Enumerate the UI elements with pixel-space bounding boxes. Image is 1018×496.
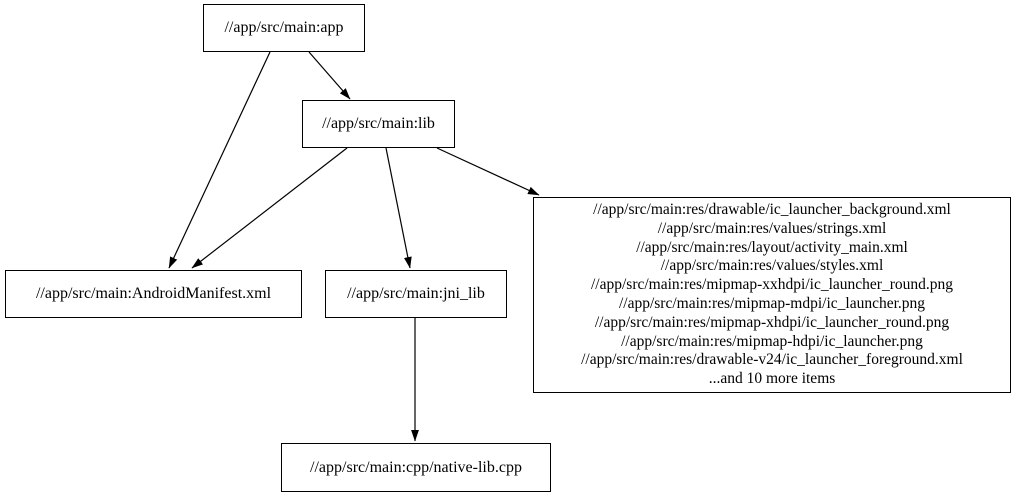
node-native-lib-cpp[interactable]: //app/src/main:cpp/native-lib.cpp xyxy=(281,443,551,492)
resource-more-items: ...and 10 more items xyxy=(708,370,836,388)
resource-item: //app/src/main:res/mipmap-hdpi/ic_launch… xyxy=(621,332,923,350)
edge-app-to-lib xyxy=(308,51,351,100)
resource-item: //app/src/main:res/values/strings.xml xyxy=(657,219,887,237)
resource-item: //app/src/main:res/drawable/ic_launcher_… xyxy=(593,201,951,219)
node-jni-lib[interactable]: //app/src/main:jni_lib xyxy=(325,270,507,318)
edge-lib-to-manifest xyxy=(191,147,348,269)
node-app-label: //app/src/main:app xyxy=(224,19,344,36)
node-lib-label: //app/src/main:lib xyxy=(322,115,435,132)
node-resources-group[interactable]: //app/src/main:res/drawable/ic_launcher_… xyxy=(533,197,1011,393)
node-lib-target[interactable]: //app/src/main:lib xyxy=(302,100,455,148)
node-android-manifest[interactable]: //app/src/main:AndroidManifest.xml xyxy=(5,270,302,318)
edge-lib-to-jni-lib xyxy=(385,147,412,269)
node-android-manifest-label: //app/src/main:AndroidManifest.xml xyxy=(35,285,272,302)
edge-lib-to-resources xyxy=(436,147,540,196)
resource-item: //app/src/main:res/drawable-v24/ic_launc… xyxy=(581,351,963,369)
resource-item: //app/src/main:res/mipmap-xhdpi/ic_launc… xyxy=(594,313,950,331)
node-native-lib-cpp-label: //app/src/main:cpp/native-lib.cpp xyxy=(310,458,522,476)
resource-item: //app/src/main:res/values/styles.xml xyxy=(660,257,884,275)
resource-item: //app/src/main:res/layout/activity_main.… xyxy=(636,238,908,256)
resource-item: //app/src/main:res/mipmap-xxhdpi/ic_laun… xyxy=(590,276,953,294)
resource-item: //app/src/main:res/mipmap-mdpi/ic_launch… xyxy=(618,295,926,312)
edge-app-to-manifest xyxy=(168,51,271,269)
node-app-target[interactable]: //app/src/main:app xyxy=(203,4,365,52)
node-jni-lib-label: //app/src/main:jni_lib xyxy=(347,285,485,302)
